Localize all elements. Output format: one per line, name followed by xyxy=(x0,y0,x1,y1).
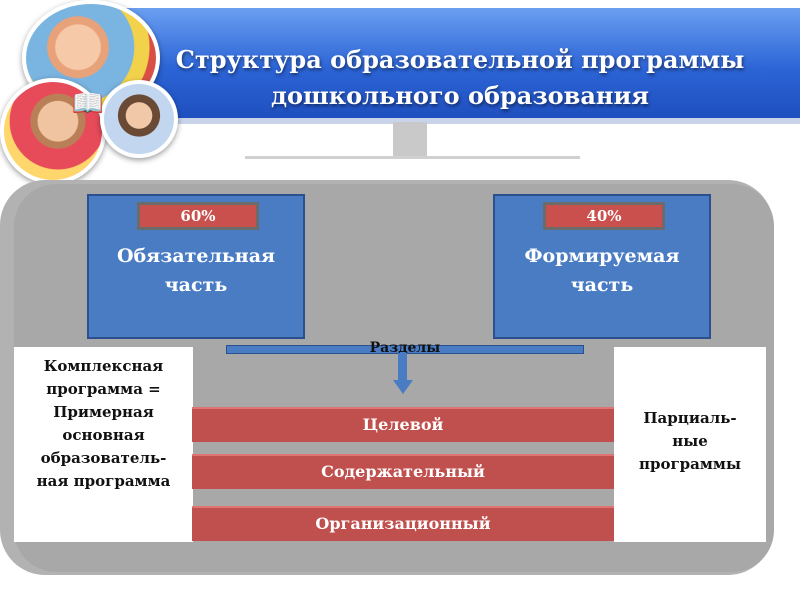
mandatory-percent-badge: 60% xyxy=(137,202,259,230)
title-line-1: Структура образовательной программы xyxy=(175,45,745,74)
complex-program-note: Комплексная программа = Примерная основн… xyxy=(14,347,193,542)
mandatory-part-label: Обязательная часть xyxy=(89,242,303,300)
section-organizational: Организационный xyxy=(192,506,614,541)
mandatory-label-line-2: часть xyxy=(164,274,228,296)
note-line: Комплексная xyxy=(43,357,164,375)
note-line: ные xyxy=(672,432,708,450)
note-line: программы xyxy=(639,455,741,473)
kids-photo xyxy=(100,80,178,158)
connector-line xyxy=(245,156,580,159)
down-arrow-icon xyxy=(393,380,413,394)
note-line: образователь- xyxy=(40,449,167,467)
title-line-2: дошкольного образования xyxy=(271,81,649,110)
note-line: основная xyxy=(62,426,145,444)
title-connector xyxy=(393,122,427,158)
sections-label: Разделы xyxy=(369,340,441,356)
note-line: программа = xyxy=(46,380,161,398)
open-book-icon: 📖 xyxy=(71,89,105,119)
down-arrow-shaft xyxy=(398,353,407,381)
note-line: Примерная xyxy=(53,403,154,421)
section-content: Содержательный xyxy=(192,454,614,489)
note-line: Парциаль- xyxy=(643,409,737,427)
header-banner xyxy=(95,8,800,124)
section-target: Целевой xyxy=(192,407,614,442)
formed-part-label: Формируемая часть xyxy=(495,242,709,300)
mandatory-label-line-1: Обязательная xyxy=(116,245,276,267)
formed-percent-badge: 40% xyxy=(543,202,665,230)
formed-label-line-1: Формируемая xyxy=(524,245,680,267)
note-line: ная программа xyxy=(36,472,171,490)
formed-part-box: 40% Формируемая часть xyxy=(493,194,711,339)
page-title: Структура образовательной программы дошк… xyxy=(150,42,770,114)
formed-label-line-2: часть xyxy=(570,274,634,296)
partial-programs-note: Парциаль- ные программы xyxy=(614,347,766,542)
mandatory-part-box: 60% Обязательная часть xyxy=(87,194,305,339)
